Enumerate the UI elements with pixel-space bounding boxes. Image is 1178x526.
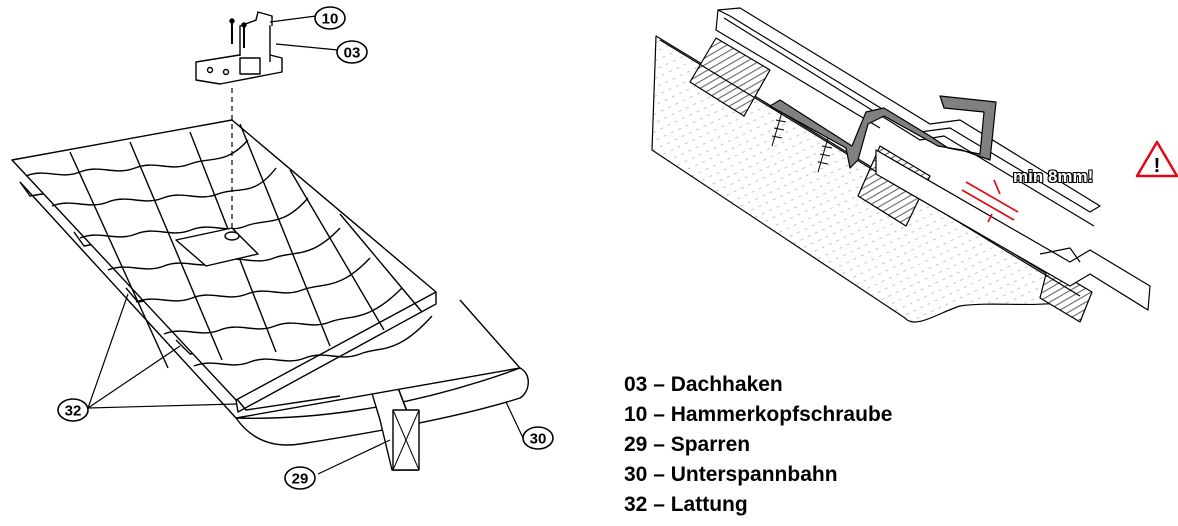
legend: 03 – Dachhaken 10 – Hammerkopfschraube 2… xyxy=(624,370,892,520)
legend-item: 30 – Unterspannbahn xyxy=(624,463,838,486)
svg-text:03: 03 xyxy=(344,45,361,62)
callout-32: 32 xyxy=(57,398,89,422)
legend-item: 03 – Dachhaken xyxy=(624,373,783,396)
callout-30: 30 xyxy=(522,426,554,450)
callout-29: 29 xyxy=(284,466,316,490)
exploded-roof-hook xyxy=(195,11,283,85)
batten-1 xyxy=(689,37,771,117)
screws xyxy=(771,111,833,173)
leader-lines xyxy=(87,15,525,475)
callout-10: 10 xyxy=(314,6,346,30)
legend-item: 29 – Sparren xyxy=(624,433,751,456)
tile-upper xyxy=(717,7,1101,213)
svg-text:30: 30 xyxy=(530,431,547,448)
min-gap-label: min 8mm! xyxy=(1013,167,1094,186)
warning-triangle-icon: ! xyxy=(1135,140,1178,178)
gap-marker-lines xyxy=(961,181,1019,221)
svg-text:10: 10 xyxy=(322,11,339,28)
svg-text:32: 32 xyxy=(65,403,82,420)
legend-item: 10 – Hammerkopfschraube xyxy=(624,403,893,426)
legend-item: 32 – Lattung xyxy=(624,493,748,516)
roof-isometric xyxy=(11,119,529,471)
roof-cross-section xyxy=(651,7,1151,323)
svg-text:!: ! xyxy=(1154,155,1161,177)
svg-text:29: 29 xyxy=(292,471,309,488)
hook-section xyxy=(769,95,997,169)
callout-03: 03 xyxy=(336,40,368,64)
